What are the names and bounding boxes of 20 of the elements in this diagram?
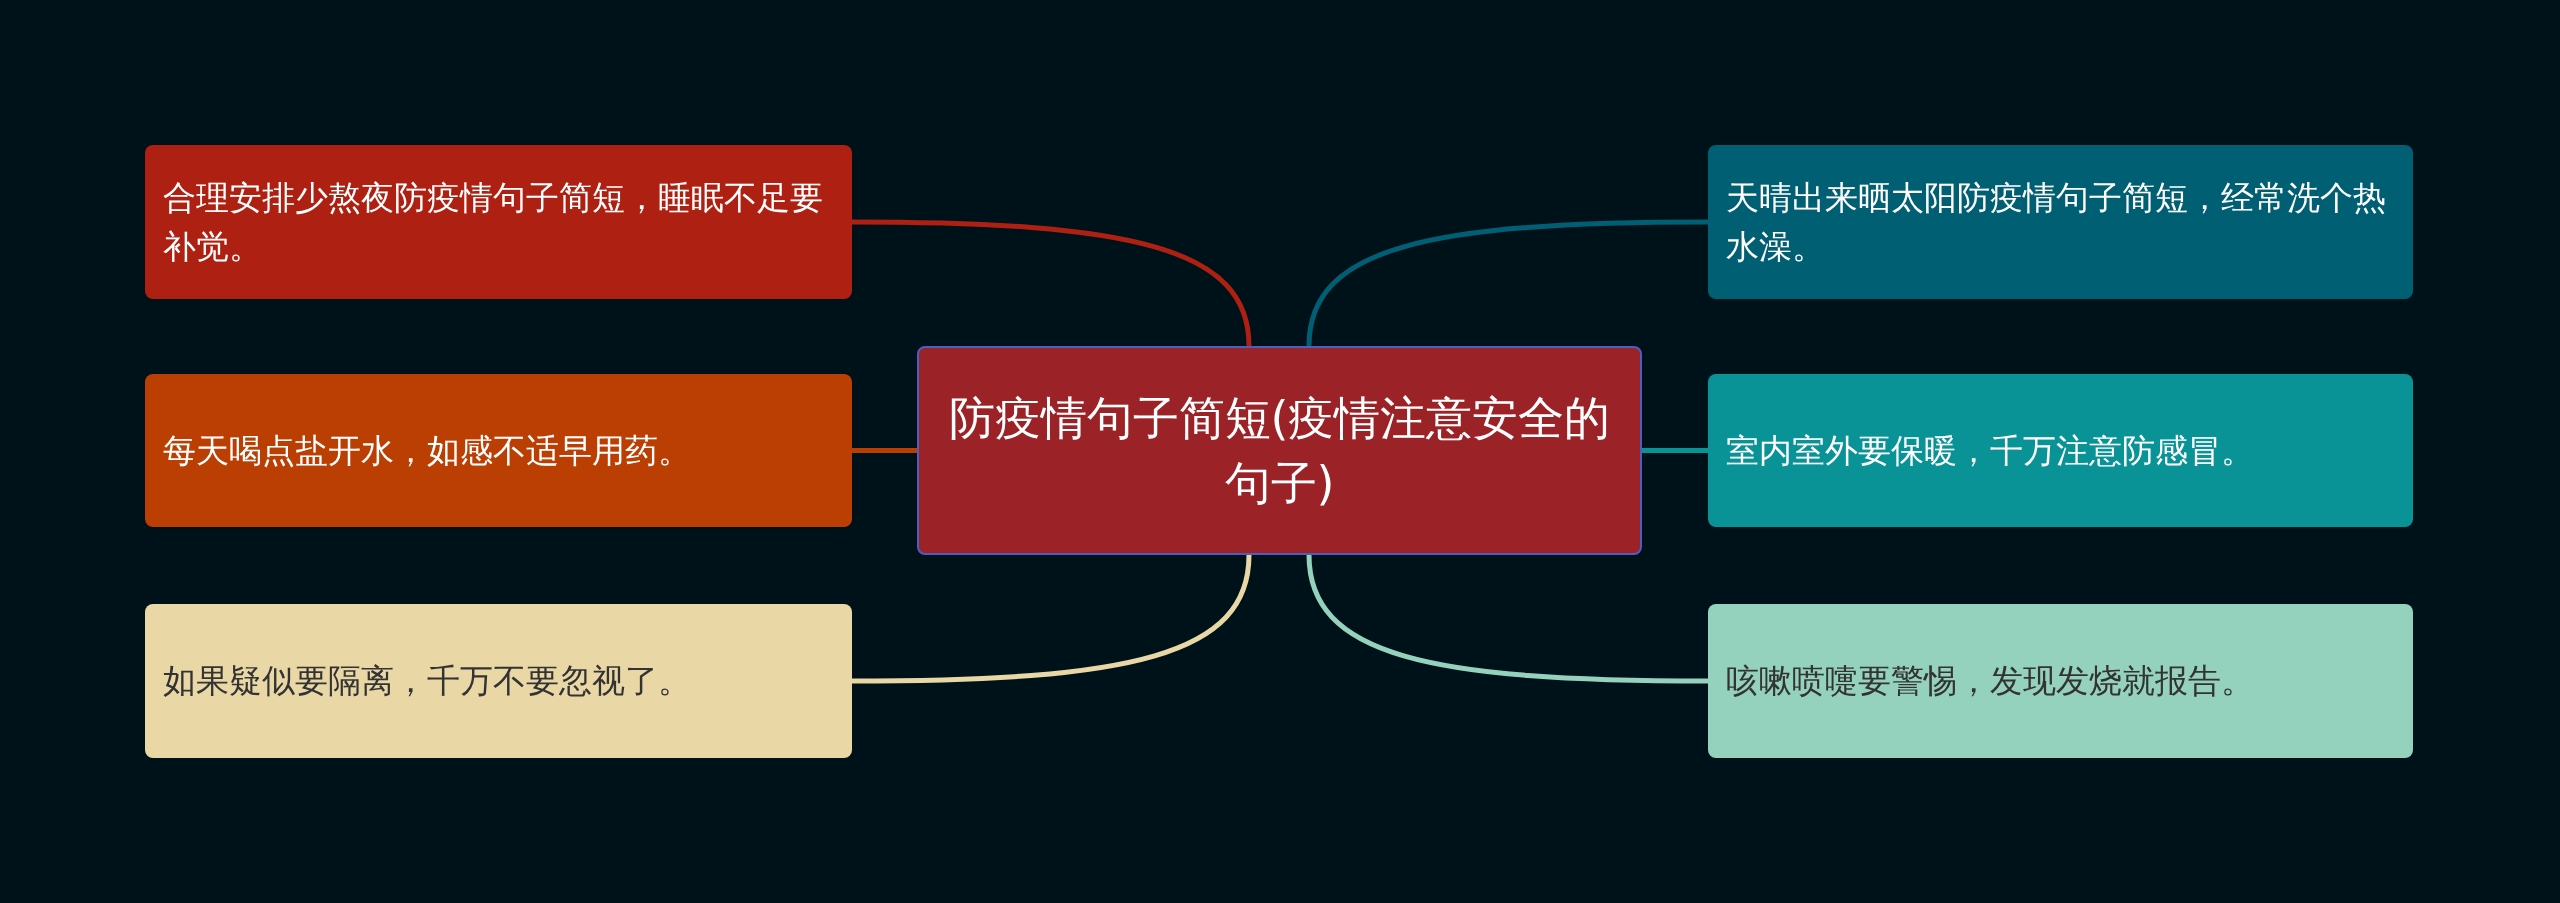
central-topic-text: 防疫情句子简短(疫情注意安全的句子) bbox=[947, 390, 1612, 512]
connector-curve bbox=[1306, 219, 1709, 347]
branch-topic-box bbox=[145, 374, 852, 527]
connector-curve bbox=[851, 219, 1252, 347]
connector-curve bbox=[1306, 554, 1709, 684]
topic-text: 每天喝点盐开水，如感不适早用药。 bbox=[162, 429, 692, 472]
connector-curve bbox=[1642, 448, 1708, 453]
central-topic-box bbox=[917, 346, 1642, 555]
branch-topic-box bbox=[145, 604, 852, 758]
topic-text: 咳嗽喷嚏要警惕，发现发烧就报告。 bbox=[1725, 660, 2255, 703]
branch-topic-box bbox=[145, 145, 852, 299]
branch-topic-box bbox=[1708, 604, 2413, 758]
branch-topic-box bbox=[1708, 374, 2413, 527]
topic-text: 如果疑似要隔离，千万不要忽视了。 bbox=[162, 660, 692, 703]
topic-text: 合理安排少熬夜防疫情句子简短，睡眠不足要补觉。 bbox=[162, 176, 824, 268]
connector-curve bbox=[851, 554, 1252, 684]
topic-text: 天晴出来晒太阳防疫情句子简短，经常洗个热水澡。 bbox=[1725, 176, 2387, 268]
branch-topic-box bbox=[1708, 145, 2413, 299]
connector-curve bbox=[852, 448, 917, 453]
topic-text: 室内室外要保暖，千万注意防感冒。 bbox=[1725, 429, 2255, 472]
